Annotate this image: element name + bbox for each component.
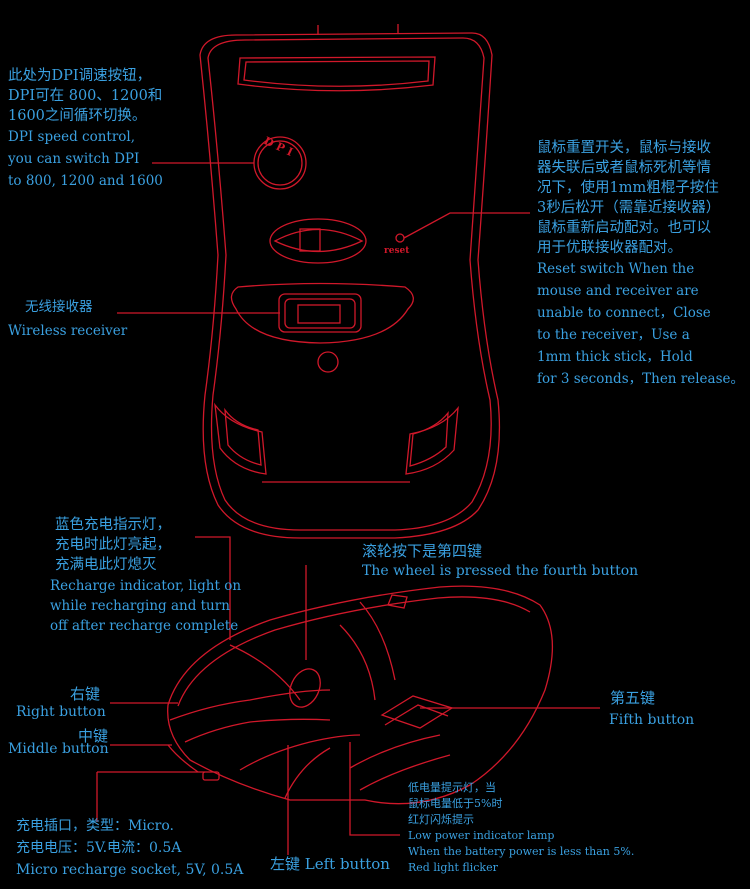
battery-cn-line3: 红灯闪烁提示 [408, 813, 474, 826]
socket-cn-line2: 充电电压：5V.电流：0.5A [16, 840, 182, 856]
reset-en-line5: 1mm thick stick，Hold [537, 349, 693, 365]
dpi-cn-line3: 1600之间循环切换。 [8, 108, 147, 124]
reset-cn-line5: 鼠标重新启动配对。也可以 [537, 220, 711, 236]
bottom-skid-pads [214, 402, 459, 483]
receiver-slot [230, 282, 414, 373]
reset-tag: reset [384, 246, 410, 256]
right-button-cn: 右键 [70, 685, 101, 703]
recharge-cn-line3: 充满电此灯熄灭 [55, 557, 157, 573]
fifth-button-cn: 第五键 [610, 689, 656, 707]
reset-cn-line1: 鼠标重置开关，鼠标与接收 [537, 140, 711, 156]
receiver-callout-cn: 无线接收器 [25, 299, 93, 315]
mouse-bottom-outline [199, 24, 501, 539]
middle-button-en: Middle button [8, 741, 109, 757]
reset-en-line2: mouse and receiver are [537, 283, 699, 299]
recharge-cn-line1: 蓝色充电指示灯， [55, 517, 171, 533]
reset-cn-line3: 况下，使用1mm粗棍子按住 [537, 180, 719, 196]
fifth-button-en: Fifth button [609, 712, 695, 728]
middle-button-cn: 中键 [78, 727, 109, 745]
leader-lines [96, 162, 600, 855]
dpi-cn-line1: 此处为DPI调速按钮， [8, 68, 152, 84]
recharge-en-line2: while recharging and turn [50, 598, 230, 614]
battery-en-line1: Low power indicator lamp [408, 829, 555, 842]
reset-cn-line6: 用于优联接收器配对。 [537, 240, 682, 256]
battery-cn-line2: 鼠标电量低于5%时 [408, 797, 503, 810]
top-skid-pad [237, 56, 436, 92]
reset-en-line6: for 3 seconds，Then release。 [537, 371, 745, 387]
recharge-en-line1: Recharge indicator, light on [50, 578, 242, 594]
socket-cn-line1: 充电插口，类型：Micro. [16, 818, 174, 834]
reset-en-line4: to the receiver，Use a [537, 327, 690, 343]
recharge-en-line3: off after recharge complete [50, 618, 239, 634]
dpi-cn-line2: DPI可在 800、1200和 [8, 88, 163, 104]
dpi-callout: 此处为DPI调速按钮， DPI可在 800、1200和 1600之间循环切换。 … [8, 66, 163, 192]
battery-en-line3: Red light flicker [408, 861, 498, 874]
wheel-callout-cn: 滚轮按下是第四键 [362, 542, 483, 560]
battery-callout: 低电量提示灯，当 鼠标电量低于5%时 红灯闪烁提示 Low power indi… [408, 780, 634, 876]
socket-callout: 充电插口，类型：Micro. 充电电压：5V.电流：0.5A Micro rec… [16, 815, 243, 881]
wheel-callout-en: The wheel is pressed the fourth button [362, 563, 639, 579]
battery-en-line2: When the battery power is less than 5%. [408, 845, 635, 858]
reset-en-line1: Reset switch When the [537, 261, 695, 277]
dpi-en-line2: you can switch DPI [8, 151, 140, 167]
reset-cn-line4: 3秒后松开（需靠近接收器） [537, 200, 721, 216]
socket-en: Micro recharge socket, 5V, 0.5A [16, 862, 244, 878]
mouse-side-outline [167, 585, 554, 805]
sensor-window [269, 218, 367, 264]
battery-cn-line1: 低电量提示灯，当 [408, 781, 496, 794]
dpi-en-line1: DPI speed control, [8, 129, 136, 145]
reset-en-line3: unable to connect，Close [537, 305, 711, 321]
dpi-en-line3: to 800, 1200 and 1600 [8, 173, 163, 189]
recharge-callout: 蓝色充电指示灯， 充电时此灯亮起， 充满电此灯熄灭 [55, 515, 171, 575]
right-button-en: Right button [16, 704, 106, 720]
left-button-label: 左键 Left button [270, 855, 390, 873]
reset-cn-line2: 器失联后或者鼠标死机等情 [537, 160, 711, 176]
receiver-callout-en: Wireless receiver [8, 323, 128, 339]
reset-hole [395, 233, 405, 243]
recharge-callout-en: Recharge indicator, light on while recha… [50, 576, 241, 636]
reset-callout: 鼠标重置开关，鼠标与接收 器失联后或者鼠标死机等情 况下，使用1mm粗棍子按住 … [537, 138, 744, 390]
recharge-cn-line2: 充电时此灯亮起， [55, 537, 171, 553]
